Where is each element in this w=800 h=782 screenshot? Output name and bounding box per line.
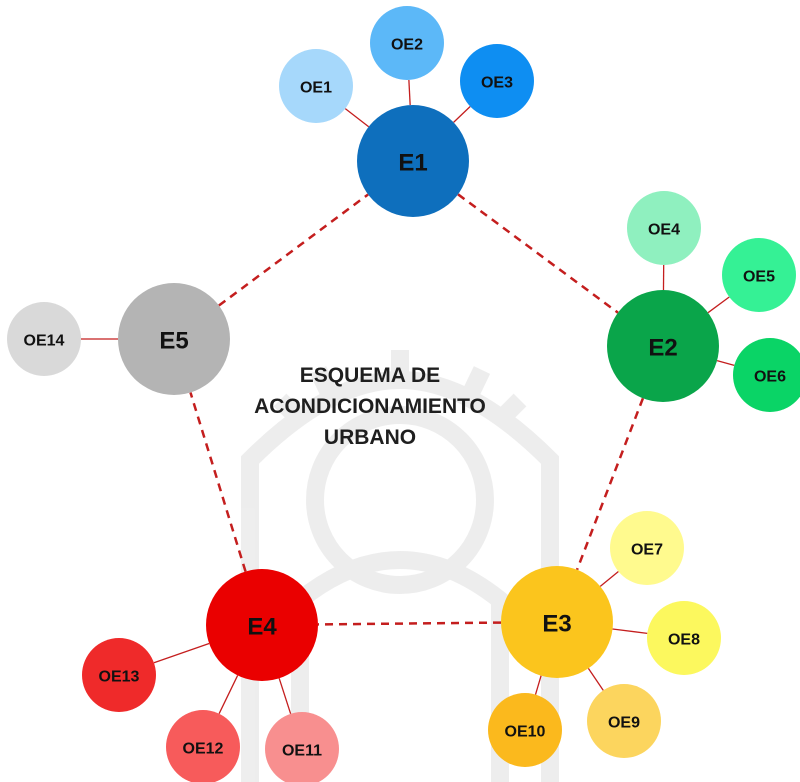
- node-label-oe11: OE11: [282, 743, 322, 760]
- node-label-oe3: OE3: [481, 75, 513, 92]
- link-e3-oe8: [612, 628, 648, 635]
- dashed-link-e3-e4: [317, 621, 502, 626]
- node-oe1: OE1: [279, 49, 353, 123]
- node-circle-e2: [607, 290, 719, 402]
- node-label-oe7: OE7: [631, 542, 663, 559]
- node-label-oe4: OE4: [648, 222, 680, 239]
- link-e1-oe1: [344, 108, 370, 128]
- node-circle-oe3: [460, 44, 534, 118]
- node-oe9: OE9: [587, 684, 661, 758]
- node-oe12: OE12: [166, 710, 240, 782]
- link-e3-oe9: [587, 668, 604, 691]
- node-label-oe8: OE8: [668, 632, 700, 649]
- node-oe11: OE11: [265, 712, 339, 782]
- node-label-e1: E1: [398, 150, 427, 177]
- node-circle-oe14: [7, 302, 81, 376]
- node-circle-oe1: [279, 49, 353, 123]
- node-circle-oe13: [82, 638, 156, 712]
- node-circle-oe7: [610, 511, 684, 585]
- node-label-e4: E4: [247, 614, 277, 641]
- node-label-oe6: OE6: [754, 369, 786, 386]
- node-label-oe5: OE5: [743, 269, 775, 286]
- dashed-link-e2-e3: [575, 397, 645, 571]
- title-line-3: URBANO: [323, 426, 417, 449]
- node-e3: E3: [501, 566, 613, 678]
- title-line-1: ESQUEMA DE: [299, 364, 441, 387]
- node-e5: E5: [118, 283, 230, 395]
- node-label-e2: E2: [648, 335, 677, 362]
- node-circle-oe5: [722, 238, 796, 312]
- link-e1-oe2: [408, 79, 411, 106]
- dashed-link-e1-e2: [457, 193, 619, 314]
- dashed-link-e4-e5: [189, 392, 247, 572]
- node-circle-e5: [118, 283, 230, 395]
- node-oe4: OE4: [627, 191, 701, 265]
- node-e1: E1: [357, 105, 469, 217]
- node-circle-e1: [357, 105, 469, 217]
- node-label-oe12: OE12: [183, 741, 224, 758]
- node-circle-oe11: [265, 712, 339, 782]
- node-circle-oe10: [488, 693, 562, 767]
- node-oe6: OE6: [733, 338, 800, 412]
- node-circle-oe6: [733, 338, 800, 412]
- node-oe2: OE2: [370, 6, 444, 80]
- node-label-oe13: OE13: [99, 669, 140, 686]
- node-e2: E2: [607, 290, 719, 402]
- node-oe13: OE13: [82, 638, 156, 712]
- node-circle-e3: [501, 566, 613, 678]
- node-label-e3: E3: [542, 611, 571, 638]
- node-oe7: OE7: [610, 511, 684, 585]
- node-oe3: OE3: [460, 44, 534, 118]
- node-circle-oe8: [647, 601, 721, 675]
- title-line-2: ACONDICIONAMIENTO: [254, 395, 486, 418]
- link-e4-oe13: [153, 642, 210, 664]
- node-circle-oe4: [627, 191, 701, 265]
- node-oe5: OE5: [722, 238, 796, 312]
- link-e3-oe10: [534, 675, 542, 695]
- node-label-oe14: OE14: [24, 333, 65, 350]
- link-e2-oe5: [707, 296, 730, 314]
- link-e3-oe7: [599, 570, 619, 587]
- node-circle-oe12: [166, 710, 240, 782]
- dashed-link-e5-e1: [218, 193, 369, 307]
- center-title: ESQUEMA DE ACONDICIONAMIENTO URBANO: [250, 360, 490, 453]
- node-oe8: OE8: [647, 601, 721, 675]
- link-e2-oe6: [716, 360, 735, 366]
- node-label-oe9: OE9: [608, 715, 640, 732]
- node-label-oe2: OE2: [391, 37, 423, 54]
- node-oe14: OE14: [7, 302, 81, 376]
- link-e4-oe11: [278, 678, 292, 714]
- node-circle-oe9: [587, 684, 661, 758]
- node-circle-e4: [206, 569, 318, 681]
- link-e1-oe3: [453, 106, 471, 123]
- node-label-e5: E5: [159, 328, 188, 355]
- link-e4-oe12: [218, 675, 239, 714]
- node-oe10: OE10: [488, 693, 562, 767]
- node-e4: E4: [206, 569, 318, 681]
- node-circle-oe2: [370, 6, 444, 80]
- node-label-oe10: OE10: [505, 724, 546, 741]
- node-label-oe1: OE1: [300, 80, 332, 97]
